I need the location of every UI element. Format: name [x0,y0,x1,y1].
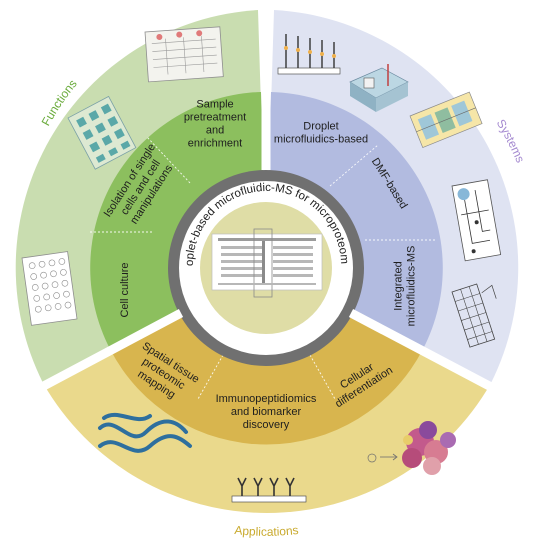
applications-heading: Applications [234,523,299,539]
microfluidic-chip-icon [211,228,323,298]
tissue-strand-icon [98,412,192,453]
sector-separators [35,6,498,393]
antibody-array-icon [231,477,307,503]
systems-item-integrated: Integratedmicrofluidics-MS [393,246,418,327]
integrated-chip-icon [451,179,502,262]
inner-dividers [90,136,435,400]
cell-cluster-icon [367,421,456,475]
layered-cartridge-icon [409,91,483,148]
droplet-array-device-icon [144,26,224,83]
mesh-grid-icon [451,283,497,348]
culture-plate-icon [21,251,78,326]
systems-heading: Systems [494,117,528,165]
dmf-electrode-icon [349,64,409,112]
cell-isolation-grid-icon [67,95,137,170]
functions-item-cell-culture: Cell culture [119,262,131,317]
pipette-array-icon [277,34,341,75]
